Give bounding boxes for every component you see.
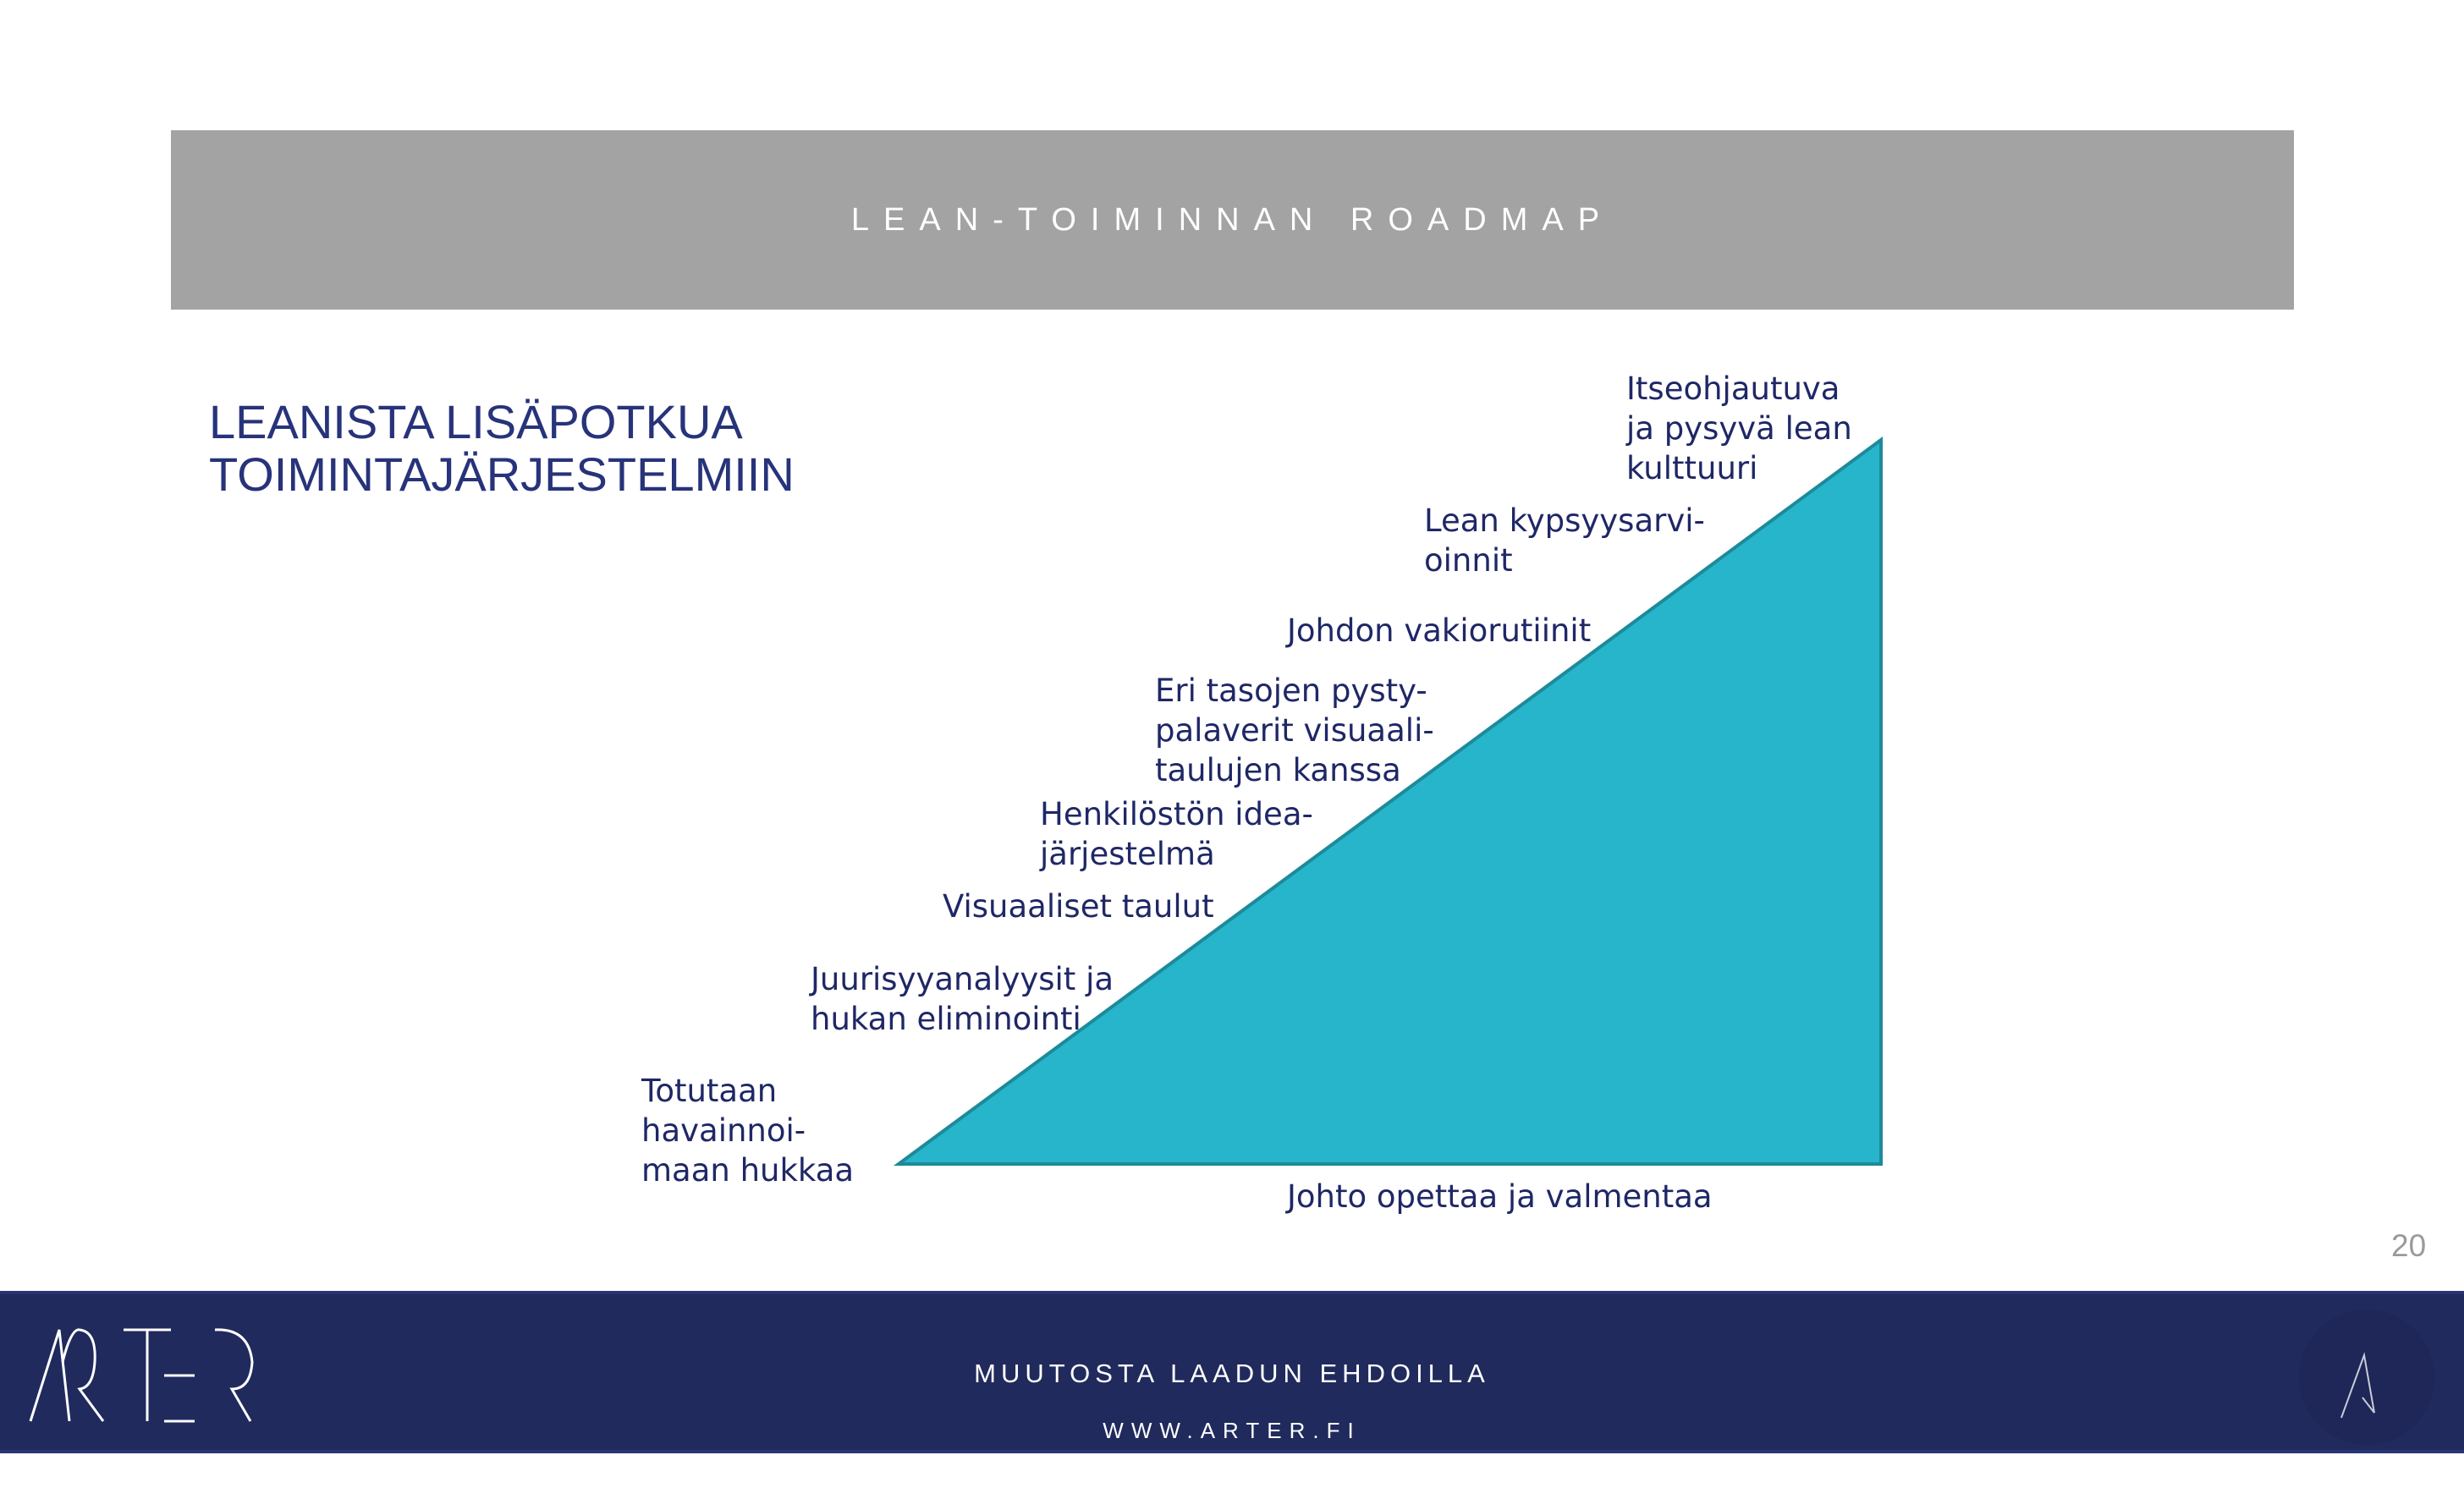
roadmap-step-7: Lean kypsyysarvi- oinnit — [1424, 502, 1705, 579]
slide-heading: LEANISTA LISÄPOTKUA TOIMINTAJÄRJESTELMII… — [209, 396, 795, 501]
roadmap-step-2: Juurisyyanalyysit ja hukan eliminointi — [811, 961, 1114, 1037]
arter-logo — [29, 1328, 254, 1423]
roadmap-step-6: Johdon vakiorutiinit — [1287, 612, 1592, 649]
slide-title: LEAN-TOIMINNAN ROADMAP — [850, 201, 1614, 238]
roadmap-triangle — [893, 437, 1883, 1166]
footer-slogan: MUUTOSTA LAADUN EHDOILLA — [974, 1359, 1490, 1388]
arter-emblem-icon — [2299, 1310, 2434, 1445]
heading-line-2: TOIMINTAJÄRJESTELMIIN — [209, 448, 795, 501]
heading-line-1: LEANISTA LISÄPOTKUA — [209, 395, 743, 448]
footer-website-link[interactable]: WWW.ARTER.FI — [1103, 1418, 1361, 1443]
roadmap-step-5: Eri tasojen pysty- palaverit visuaali- t… — [1155, 673, 1434, 788]
title-banner: LEAN-TOIMINNAN ROADMAP — [171, 130, 2294, 310]
roadmap-step-3: Visuaaliset taulut — [943, 888, 1214, 925]
roadmap-base-label: Johto opettaa ja valmentaa — [1287, 1178, 1713, 1215]
roadmap-step-8: Itseohjautuva ja pysyvä lean kulttuuri — [1626, 371, 1852, 486]
roadmap-step-1: Totutaan havainnoi- maan hukkaa — [641, 1073, 855, 1189]
roadmap-step-4: Henkilöstön idea- järjestelmä — [1040, 796, 1313, 872]
footer-bar: MUUTOSTA LAADUN EHDOILLA WWW.ARTER.FI — [0, 1291, 2464, 1453]
page-number: 20 — [2391, 1228, 2427, 1263]
